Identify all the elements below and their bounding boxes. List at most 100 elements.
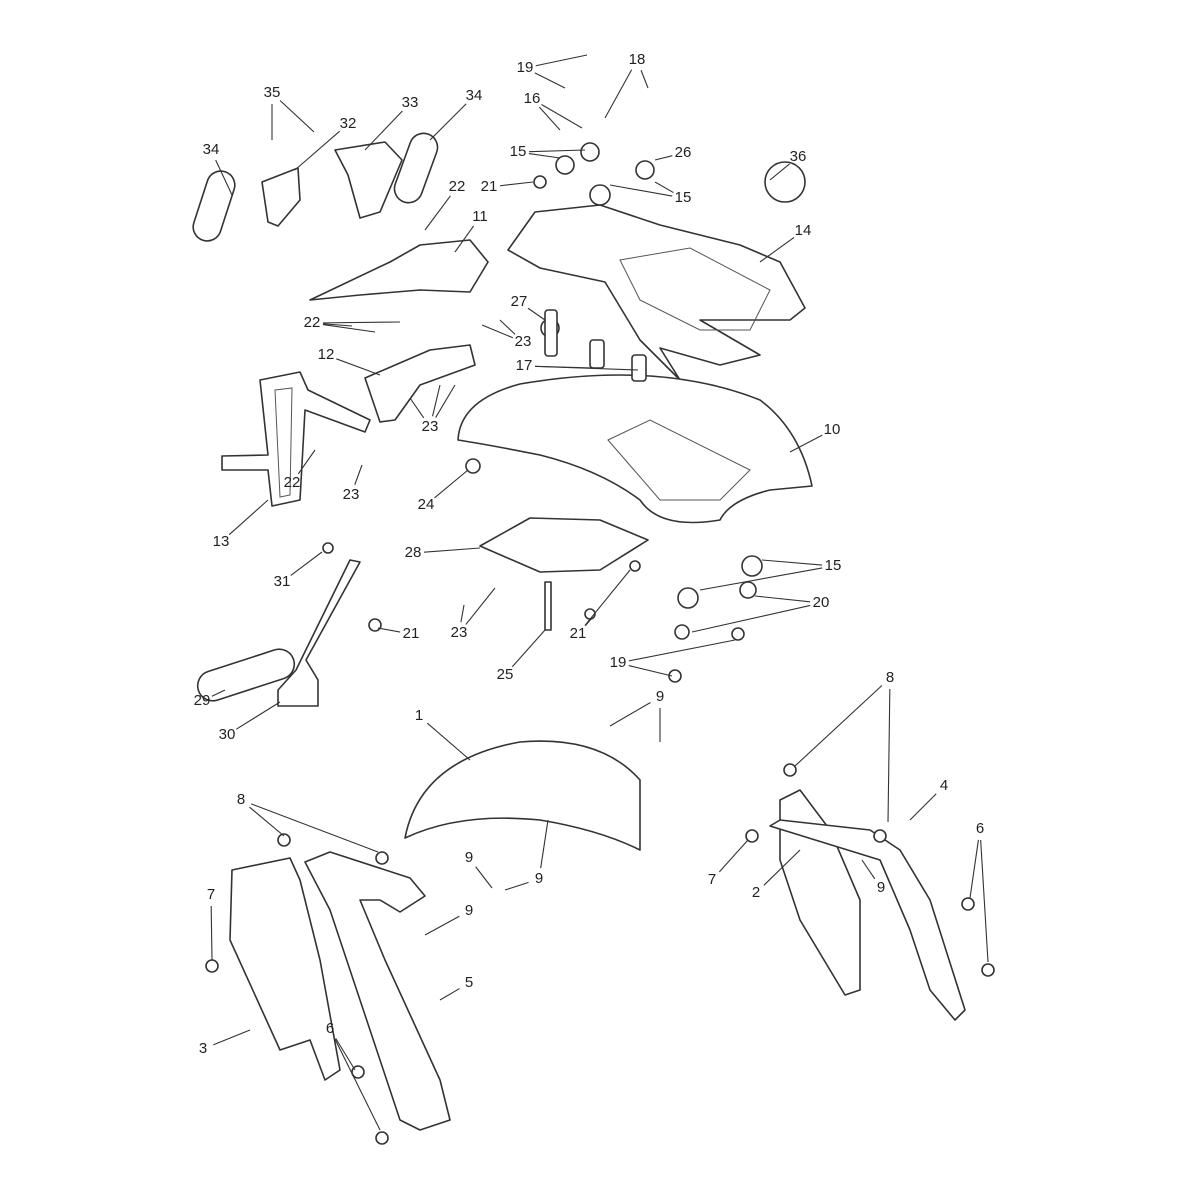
leader-line — [789, 434, 823, 453]
leader-line — [424, 195, 451, 231]
callout-6: 6 — [976, 820, 984, 837]
leader-line — [236, 701, 281, 730]
leader-line — [628, 665, 673, 677]
callout-17: 17 — [516, 357, 533, 374]
leader-line — [424, 915, 460, 936]
callout-23: 23 — [451, 624, 468, 641]
callout-7: 7 — [708, 871, 716, 888]
callout-21: 21 — [403, 625, 420, 642]
leader-line — [215, 159, 233, 196]
leader-line — [499, 181, 534, 187]
leader-line — [434, 469, 469, 499]
leader-line — [354, 464, 363, 485]
leader-line — [251, 803, 379, 853]
leader-line — [211, 689, 226, 697]
callout-9: 9 — [877, 879, 885, 896]
leader-line — [336, 358, 381, 376]
callout-6: 6 — [326, 1020, 334, 1037]
leader-line — [628, 639, 736, 662]
callout-23: 23 — [422, 418, 439, 435]
callout-32: 32 — [340, 115, 357, 132]
callout-4: 4 — [940, 777, 948, 794]
leader-line — [322, 321, 401, 324]
callout-11: 11 — [472, 208, 488, 225]
leader-line — [528, 149, 586, 153]
leader-line — [528, 153, 561, 159]
leader-line — [980, 839, 989, 963]
callout-21: 21 — [481, 178, 498, 195]
callout-26: 26 — [675, 144, 692, 161]
callout-15: 15 — [675, 189, 692, 206]
leader-line — [534, 72, 566, 89]
callout-22: 22 — [449, 178, 466, 195]
callout-19: 19 — [610, 654, 627, 671]
leader-line — [534, 365, 639, 371]
leader-line — [527, 307, 546, 321]
part-33 — [334, 141, 403, 219]
leader-line — [364, 110, 403, 151]
part-10-rear-fender — [457, 374, 813, 524]
callout-7: 7 — [207, 886, 215, 903]
callout-34: 34 — [466, 87, 483, 104]
callout-34: 34 — [203, 141, 220, 158]
part-11 — [309, 239, 489, 301]
callout-25: 25 — [497, 666, 514, 683]
callout-29: 29 — [194, 692, 211, 709]
leader-line — [541, 104, 583, 129]
leader-line — [297, 449, 316, 475]
leader-line — [535, 54, 588, 67]
callout-9: 9 — [465, 849, 473, 866]
leader-line — [212, 1029, 251, 1046]
callout-2: 2 — [752, 884, 760, 901]
leader-line — [465, 587, 496, 625]
callout-30: 30 — [219, 726, 236, 743]
leader-line — [584, 569, 631, 626]
callout-23: 23 — [515, 333, 532, 350]
leader-line — [718, 839, 749, 873]
callout-9: 9 — [535, 870, 543, 887]
fasteners — [205, 142, 995, 1145]
callout-31: 31 — [274, 573, 291, 590]
callout-15: 15 — [510, 143, 527, 160]
leader-line — [699, 567, 823, 591]
callout-19: 19 — [517, 59, 534, 76]
callout-20: 20 — [813, 594, 830, 611]
leader-line — [334, 1038, 381, 1131]
leader-lines — [210, 54, 989, 1131]
callout-21: 21 — [570, 625, 587, 642]
callout-14: 14 — [795, 222, 812, 239]
leader-line — [335, 1038, 356, 1071]
callout-24: 24 — [418, 496, 435, 513]
callout-5: 5 — [465, 974, 473, 991]
leader-line — [499, 319, 516, 335]
callout-10: 10 — [824, 421, 841, 438]
leader-line — [249, 806, 285, 837]
part-32 — [261, 167, 301, 227]
leader-line — [481, 324, 514, 339]
leader-line — [426, 722, 471, 761]
leader-line — [609, 184, 673, 197]
leader-line — [294, 130, 341, 171]
parts — [192, 132, 995, 1145]
part-4 — [769, 819, 966, 1021]
part-3 — [229, 857, 341, 1081]
leader-line — [475, 866, 493, 889]
leader-line — [454, 225, 475, 253]
callout-8: 8 — [237, 791, 245, 808]
leader-line — [432, 384, 441, 417]
callout-15: 15 — [825, 557, 842, 574]
callout-27: 27 — [511, 293, 528, 310]
leader-line — [322, 323, 353, 327]
leader-line — [540, 819, 549, 869]
leader-line — [654, 155, 673, 161]
leader-line — [763, 849, 801, 886]
part-13 — [221, 371, 371, 507]
leader-line — [409, 397, 425, 419]
callout-13: 13 — [213, 533, 230, 550]
part-29 — [196, 648, 296, 702]
leader-line — [538, 106, 561, 131]
callout-33: 33 — [402, 94, 419, 111]
callout-9: 9 — [465, 902, 473, 919]
leader-line — [969, 839, 979, 899]
